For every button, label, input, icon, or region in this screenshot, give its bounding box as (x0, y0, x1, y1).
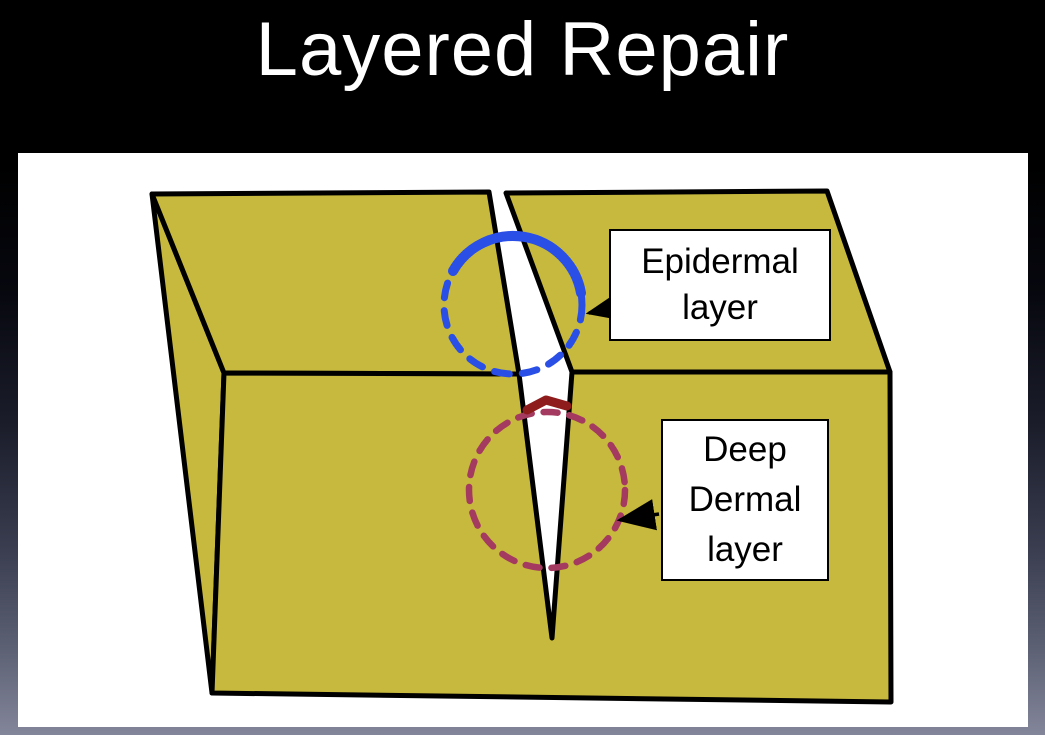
deep-dermal-layer-label: Deep Dermal layer (661, 419, 829, 581)
epidermal-label-line2: layer (682, 288, 758, 327)
skin-diagram (149, 188, 894, 705)
deep-dermal-label-line2: Dermal (688, 480, 802, 519)
deep-dermal-region-circle (465, 408, 629, 572)
deep-dermal-label-line3: layer (707, 530, 783, 569)
diagram-panel: Epidermal layer Deep Dermal layer (18, 153, 1028, 727)
slide-title: Layered Repair (255, 7, 790, 92)
epidermal-arrow (585, 290, 627, 322)
deep-dermal-label-line1: Deep (703, 430, 787, 469)
epidermal-suture-arc (448, 231, 586, 298)
deep-dermal-suture-stitch (522, 395, 572, 415)
epidermal-layer-label: Epidermal layer (609, 229, 831, 341)
epidermal-label-line1: Epidermal (641, 242, 799, 281)
deep-dermal-arrow (616, 499, 660, 531)
